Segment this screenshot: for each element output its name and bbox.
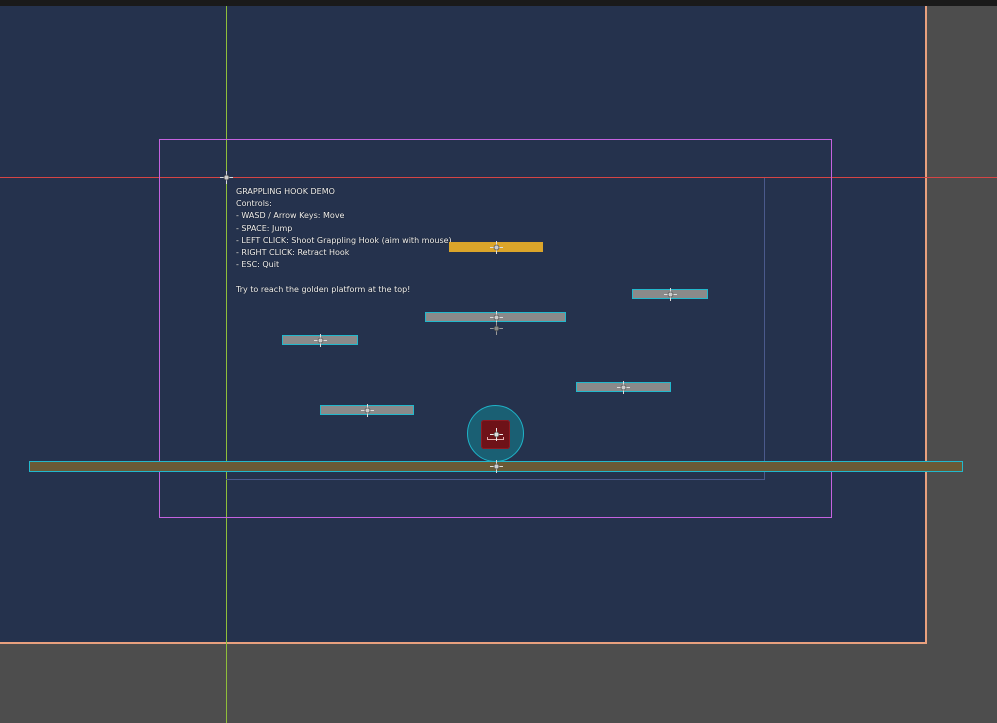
crosshair-pivot-icon[interactable] (489, 459, 503, 473)
crosshair-pivot-icon[interactable] (313, 333, 327, 347)
instructions-shoot: - LEFT CLICK: Shoot Grappling Hook (aim … (236, 235, 452, 245)
y-axis-line (226, 6, 227, 723)
instructions-jump: - SPACE: Jump (236, 223, 293, 233)
instructions-move: - WASD / Arrow Keys: Move (236, 211, 345, 221)
crosshair-pivot-icon[interactable] (489, 310, 503, 324)
x-axis-line (0, 177, 997, 178)
instructions-title: GRAPPLING HOOK DEMO (236, 187, 335, 196)
game-viewport-rect (226, 178, 765, 480)
crosshair-pivot-icon[interactable] (489, 427, 503, 441)
crosshair-pivot-icon[interactable] (663, 287, 677, 301)
instructions-retract: - RIGHT CLICK: Retract Hook (236, 247, 350, 257)
crosshair-pivot-icon[interactable] (489, 240, 503, 254)
instructions-controls-header: Controls: (236, 199, 272, 209)
crosshair-pivot-icon[interactable] (616, 380, 630, 394)
crosshair-pivot-icon[interactable] (360, 403, 374, 417)
scene-screen-area (0, 6, 927, 644)
instructions-blank (236, 271, 496, 283)
viewport-top-edge (0, 0, 997, 6)
origin-icon[interactable] (219, 170, 233, 184)
instructions-goal: Try to reach the golden platform at the … (236, 284, 411, 294)
instructions-label[interactable]: GRAPPLING HOOK DEMO Controls: - WASD / A… (236, 186, 496, 296)
camera-limits-rect (159, 139, 832, 518)
crosshair-pivot-icon[interactable] (489, 321, 503, 335)
instructions-quit: - ESC: Quit (236, 260, 280, 270)
